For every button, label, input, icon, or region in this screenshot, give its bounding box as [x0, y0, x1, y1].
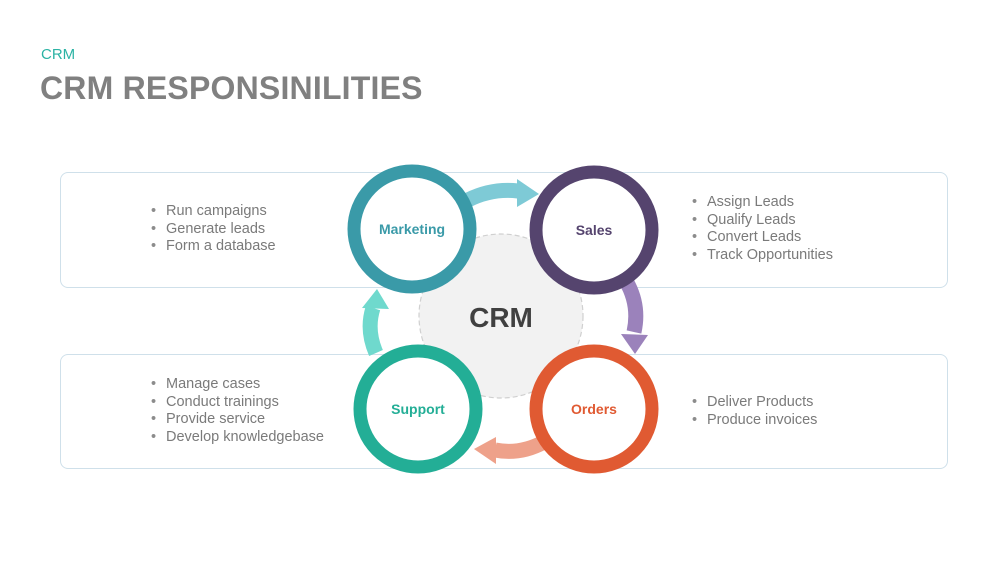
arrow-support-to-marketing	[362, 289, 389, 356]
sales-label: Sales	[576, 222, 613, 238]
list-item: Deliver Products	[692, 394, 817, 412]
list-item: Manage cases	[151, 376, 324, 394]
list-item: Form a database	[151, 238, 276, 256]
orders-list: Deliver Products Produce invoices	[692, 394, 817, 429]
node-support: Support	[353, 344, 483, 474]
arrow-marketing-to-sales	[464, 179, 539, 207]
support-list: Manage cases Conduct trainings Provide s…	[151, 376, 324, 447]
crm-hub-circle	[418, 233, 584, 399]
list-item: Track Opportunities	[692, 247, 833, 265]
list-item: Run campaigns	[151, 203, 276, 221]
support-ring	[353, 344, 483, 474]
crm-hub-label: CRM	[469, 302, 533, 333]
sales-ring	[529, 165, 659, 295]
list-item: Generate leads	[151, 221, 276, 239]
sales-list: Assign Leads Qualify Leads Convert Leads…	[692, 194, 833, 265]
list-item: Qualify Leads	[692, 212, 833, 230]
list-item: Convert Leads	[692, 229, 833, 247]
list-item: Conduct trainings	[151, 394, 324, 412]
arrow-orders-to-support	[474, 435, 548, 464]
node-sales: Sales	[529, 165, 659, 295]
orders-label: Orders	[571, 401, 617, 417]
list-item: Produce invoices	[692, 412, 817, 430]
node-orders: Orders	[529, 344, 659, 474]
slide-kicker: CRM	[41, 46, 76, 63]
list-item: Develop knowledgebase	[151, 429, 324, 447]
orders-ring	[529, 344, 659, 474]
list-item: Assign Leads	[692, 194, 833, 212]
marketing-list: Run campaigns Generate leads Form a data…	[151, 203, 276, 256]
slide-title: CRM RESPONSINILITIES	[40, 70, 423, 106]
marketing-label: Marketing	[379, 221, 445, 237]
arrow-sales-to-orders	[619, 277, 648, 354]
node-marketing: Marketing	[347, 164, 477, 294]
list-item: Provide service	[151, 411, 324, 429]
marketing-ring	[347, 164, 477, 294]
support-label: Support	[391, 401, 445, 417]
